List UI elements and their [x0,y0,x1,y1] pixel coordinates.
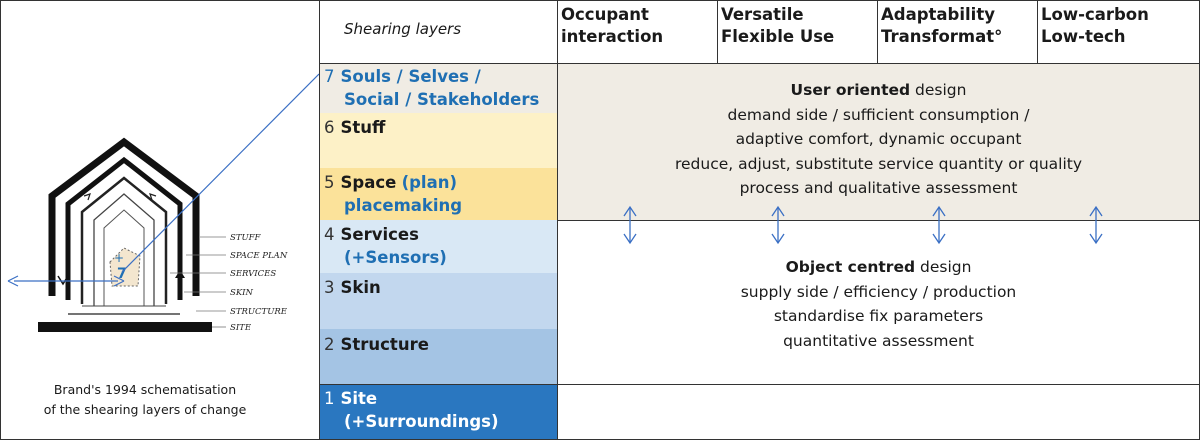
object-line-2: standardise fix parameters [773,307,984,325]
grid-line [0,0,1,440]
label-services: SERVICES [230,269,276,279]
object-centred-title: Object centred design [785,258,972,276]
user-line-1: demand side / sufficient consumption / [727,105,1030,124]
user-oriented-title: User oriented design [790,81,967,99]
grid-line [1037,0,1038,63]
svg-text:7: 7 [117,266,127,282]
label-structure: STRUCTURE [230,307,288,317]
grid-line [319,0,320,440]
label-space-plan: SPACE PLAN [230,251,288,261]
caption-line-2: of the shearing layers of change [43,402,247,417]
user-line-4: process and qualitative assessment [739,179,1018,197]
shearing-layers-sketch: 7 + STUFF SPACE PLAN SERVICES SKIN STRUC… [7,73,320,333]
grid-line [717,0,718,63]
double-arrow-icon [771,205,785,245]
grid-line [320,63,1200,64]
double-arrow-icon [1089,205,1103,245]
grid-line [877,0,878,63]
svg-text:+: + [114,251,124,265]
user-oriented-design-block: User oriented design demand side / suffi… [557,78,1200,201]
grid-line [557,0,558,440]
label-site: SITE [230,323,252,333]
user-line-2: adaptive comfort, dynamic occupant [735,130,1022,148]
label-skin: SKIN [230,288,254,298]
grid-line [320,384,1200,385]
object-centred-design-block: Object centred design supply side / effi… [557,255,1200,353]
double-arrow-icon [932,205,946,245]
header-title: Shearing layers [344,20,462,38]
sketch-caption: Brand's 1994 schematisation of the shear… [0,380,290,420]
object-line-1: supply side / efficiency / production [740,282,1017,301]
double-arrows-layer [623,205,1103,245]
user-oriented-background [557,63,1200,220]
grid-line [0,0,1200,1]
object-line-3: quantitative assessment [783,331,974,350]
label-stuff: STUFF [230,233,262,243]
user-line-3: reduce, adjust, substitute service quant… [674,154,1083,173]
brand-sketch: 7 + STUFF SPACE PLAN SERVICES SKIN STRUC… [0,0,320,440]
caption-line-1: Brand's 1994 schematisation [53,382,237,397]
double-arrow-icon [623,205,637,245]
grid-line [558,220,1200,221]
